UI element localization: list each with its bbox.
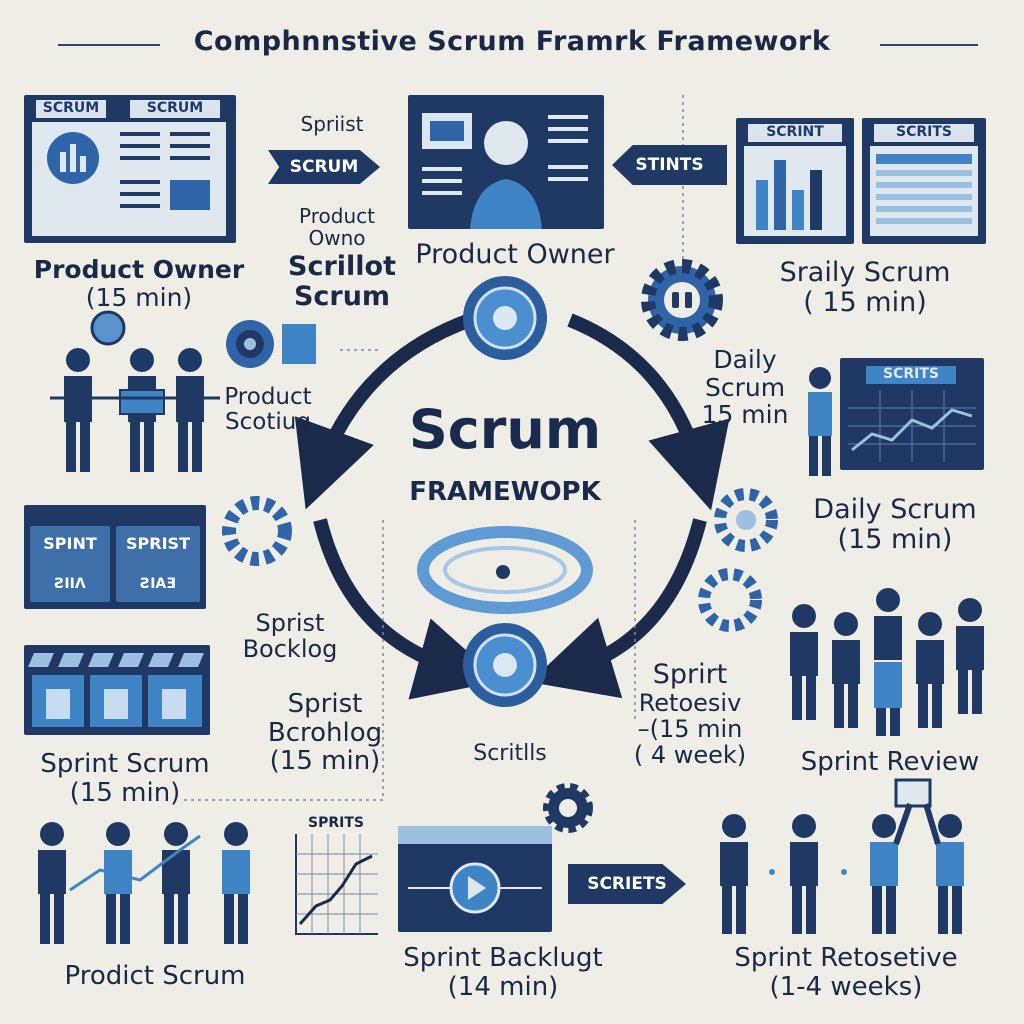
title-rule-right <box>880 44 978 46</box>
document-lines-icon <box>120 132 210 210</box>
retro-team-icon <box>720 778 964 934</box>
bar-chart-icon <box>756 160 822 230</box>
gear-icon <box>714 488 778 552</box>
sprits-chart-title: SPRITS <box>308 815 364 831</box>
top-left-tab-1: SCRUM <box>36 100 106 118</box>
sprint-backlugt-label: Sprint Backlugt (14 min) <box>403 943 603 1002</box>
board-chart <box>848 390 976 462</box>
sprint-panel-tab-2: SPRIST <box>126 534 190 553</box>
sprint-retro-label: Sprirt Retoesiv –(15 min ( 4 week) <box>633 659 747 770</box>
top-middle-big: Scrillot Scrum <box>288 251 396 312</box>
cycle-arrow-bottom-left <box>313 518 501 700</box>
play-icon <box>408 862 542 914</box>
review-team-icon <box>790 588 984 736</box>
cycle-arrow-top-left <box>294 313 473 510</box>
sprist-bcrohlog-label: Sprist Bcrohlog (15 min) <box>267 689 383 777</box>
top-right-tab-2: SCRITS <box>874 124 974 142</box>
product-scoting-label: Product Scotiug <box>224 384 312 436</box>
prodict-scrum-label: Prodict Scrum <box>64 961 246 991</box>
bar-chart-icon <box>47 132 99 184</box>
daily-scrum-b-label: Daily Scrum (15 min) <box>813 494 977 555</box>
scrum-team-icon <box>38 822 250 944</box>
top-left-arrow: SCRUM <box>268 150 380 184</box>
cycle-arrow-bottom-right <box>529 518 707 699</box>
top-middle-small: Product Owno <box>299 204 375 250</box>
daily-board-title: SCRITS <box>866 366 956 384</box>
gear-icon <box>543 783 593 833</box>
top-arrow-caption: Spriist <box>300 112 364 136</box>
sprint-retosetive-label: Sprint Retosetive (1-4 weeks) <box>734 943 958 1002</box>
product-owner-left-label: Product Owner (15 min) <box>33 255 245 312</box>
cycle-arrow-top-right <box>567 313 730 511</box>
gear-icon <box>698 568 762 632</box>
table-icon <box>876 154 972 224</box>
board-stripes <box>28 653 204 727</box>
team-people-icon <box>50 310 220 472</box>
sprint-review-label: Sprint Review <box>800 747 980 777</box>
product-owner-avatar-icon <box>422 113 588 229</box>
sprint-scrum-label: Sprint Scrum (15 min) <box>40 749 210 808</box>
burnup-chart <box>295 834 378 935</box>
center-subtitle: FRAMEWOPK <box>409 477 601 507</box>
sprint-panel-sub-2: ƧIAƎ <box>140 576 176 592</box>
top-left-tab-2: SCRUM <box>130 100 220 118</box>
daily-scrum-a-label: Daily Scrum 15 min <box>701 345 789 429</box>
title-rule-left <box>58 44 160 46</box>
center-title: Scrum <box>408 398 602 461</box>
center-bottom-label: Scritlls <box>473 741 547 766</box>
sprint-panel-sub-1: ƧIIΛ <box>54 576 86 592</box>
top-right-tab-1: SCRINT <box>748 124 842 142</box>
person-icon <box>808 367 832 476</box>
page-title: Comphnnstive Scrum Framrk Framework <box>193 26 831 57</box>
sprint-panel-tab-1: SPINT <box>43 534 97 553</box>
bottom-arrow: SCRIETS <box>568 864 686 904</box>
center-ring <box>417 526 593 614</box>
sraily-scrum-label: Sraily Scrum ( 15 min) <box>779 257 951 318</box>
top-right-arrow: STINTS <box>612 145 727 185</box>
product-owner-label: Product Owner <box>415 239 615 270</box>
sprist-bocklog-label: Sprist Bocklog <box>242 609 338 664</box>
gear-icon <box>641 259 723 341</box>
gear-icon <box>222 496 292 566</box>
target-icon <box>226 320 316 368</box>
